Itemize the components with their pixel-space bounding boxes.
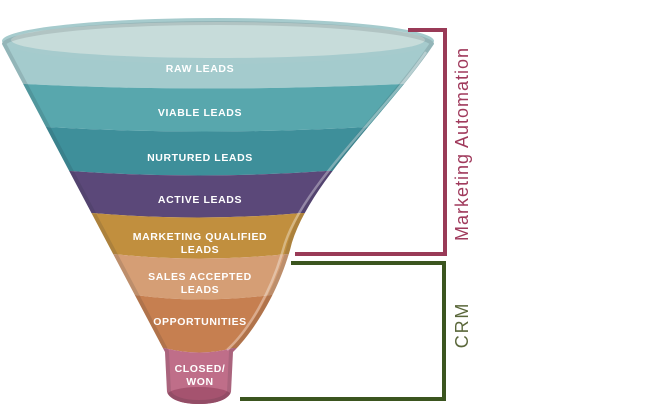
stage-label-nurtured-leads: NURTURED LEADS (147, 152, 253, 164)
stage-label-active-leads: ACTIVE LEADS (158, 194, 242, 206)
stage-label-opportunities: OPPORTUNITIES (153, 316, 247, 328)
funnel-right-highlight (226, 51, 428, 351)
marketing-automation-label: Marketing Automation (452, 47, 472, 241)
stage-label-raw-leads: RAW LEADS (166, 63, 234, 75)
funnel-shading (2, 21, 434, 404)
crm-label: CRM (452, 302, 472, 348)
funnel-edge-shadow (2, 21, 434, 404)
funnel-spout-bottom-rim (166, 387, 232, 404)
crm-bracket (240, 261, 446, 401)
stage-label-viable-leads: VIABLE LEADS (158, 107, 242, 119)
stage-label-marketing-qualified-line2: LEADS (181, 244, 220, 256)
stage-label-closed-won-line1: CLOSED/ (175, 363, 226, 375)
stage-label-marketing-qualified-line1: MARKETING QUALIFIED (133, 231, 267, 243)
stage-label-closed-won-line2: WON (186, 376, 213, 388)
funnel-top-surface (11, 22, 425, 58)
stage-label-sales-accepted-line1: SALES ACCEPTED (148, 271, 252, 283)
marketing-automation-bracket (295, 28, 447, 256)
stage-shape-viable-leads (2, 84, 434, 132)
stage-label-sales-accepted-line2: LEADS (181, 284, 220, 296)
